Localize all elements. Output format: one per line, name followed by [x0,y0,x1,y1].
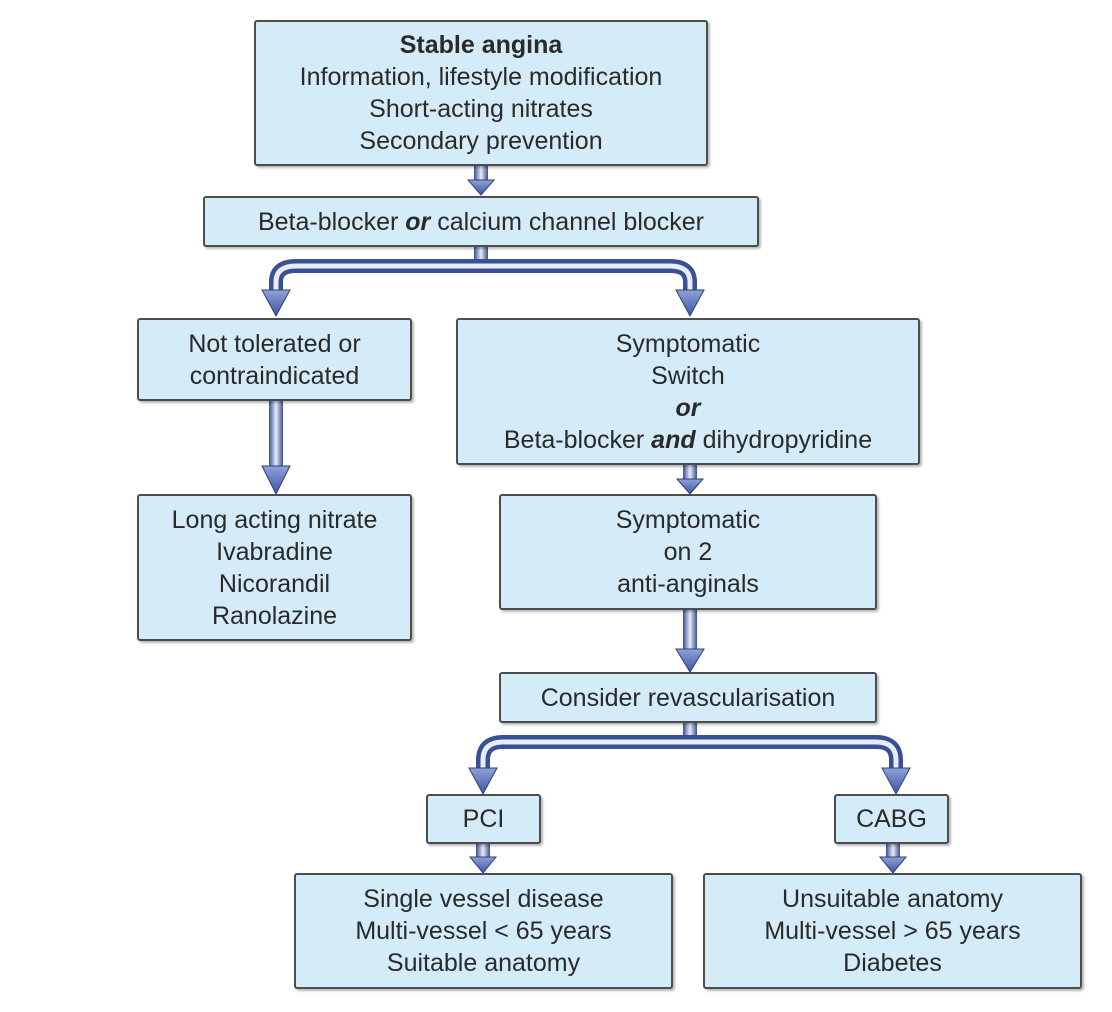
alternatives-line-4: Ranolazine [211,601,338,630]
symptomatic-switch-box: Symptomatic Switch or Beta-blocker and d… [456,318,920,465]
symptomatic2-line-1: Symptomatic [615,506,761,534]
beta-blocker-box: Beta-blocker or calcium channel blocker [203,196,759,247]
not-tolerated-box: Not tolerated or contraindicated [137,318,412,401]
symptomatic2-line-3: anti-anginals [617,570,759,598]
symptomatic2-line-2: on 2 [663,538,713,566]
alternatives-line-2: Ivabradine [216,537,333,566]
pci-box: PCI [426,794,541,844]
arrow-pci-to-criteria [468,843,498,874]
cabg-criteria-line-1: Unsuitable anatomy [782,885,1003,913]
not-tolerated-line-2: contraindicated [189,361,360,390]
stable-angina-line-2: Short-acting nitrates [369,95,593,123]
stable-angina-title: Stable angina [399,31,563,59]
alternatives-box: Long acting nitrate Ivabradine Nicorandi… [137,494,412,641]
arrow-symptomatic-to-symptomatic2 [675,465,705,495]
beta-blocker-or: or [405,207,431,236]
arrow-revasc-branch [468,722,911,796]
stable-angina-box: Stable angina Information, lifestyle mod… [254,20,708,166]
alternatives-line-1: Long acting nitrate [171,505,378,534]
beta-blocker-pre: Beta-blocker [257,207,406,236]
stable-angina-line-3: Secondary prevention [359,127,603,155]
arrow-stable-to-beta [466,166,496,196]
pci-criteria-line-3: Suitable anatomy [386,949,581,977]
cabg-label: CABG [856,805,927,833]
pci-label: PCI [462,805,505,833]
alternatives-line-3: Nicorandil [218,569,331,598]
symptomatic-line-1: Symptomatic [615,329,761,358]
beta-blocker-post: calcium channel blocker [430,207,705,236]
revascularisation-box: Consider revascularisation [499,672,877,723]
not-tolerated-line-1: Not tolerated or [188,329,361,358]
arrow-beta-branch [261,246,705,318]
symptomatic-combo-pre: Beta-blocker [503,425,652,454]
symptomatic-line-4: Beta-blocker and dihydropyridine [504,424,872,456]
symptomatic-on-two-box: Symptomatic on 2 anti-anginals [499,494,877,610]
symptomatic-or: or [675,393,701,422]
stable-angina-line-1: Information, lifestyle modification [299,63,663,91]
pci-criteria-line-2: Multi-vessel < 65 years [355,917,612,945]
pci-criteria-line-1: Single vessel disease [363,885,604,913]
symptomatic-combo-post: dihydropyridine [695,425,873,454]
arrow-not-tolerated-to-alternatives [261,400,291,496]
cabg-box: CABG [834,794,949,844]
revascularisation-label: Consider revascularisation [540,683,836,712]
cabg-criteria-line-3: Diabetes [843,949,942,977]
beta-blocker-text: Beta-blocker or calcium channel blocker [258,206,704,238]
cabg-criteria-box: Unsuitable anatomy Multi-vessel > 65 yea… [703,873,1082,989]
arrow-cabg-to-criteria [878,843,908,874]
pci-criteria-box: Single vessel disease Multi-vessel < 65 … [294,873,673,989]
cabg-criteria-line-2: Multi-vessel > 65 years [764,917,1021,945]
symptomatic-line-2: Switch [651,361,725,390]
arrow-symptomatic2-to-revasc [675,609,705,673]
symptomatic-combo-and: and [651,425,696,454]
